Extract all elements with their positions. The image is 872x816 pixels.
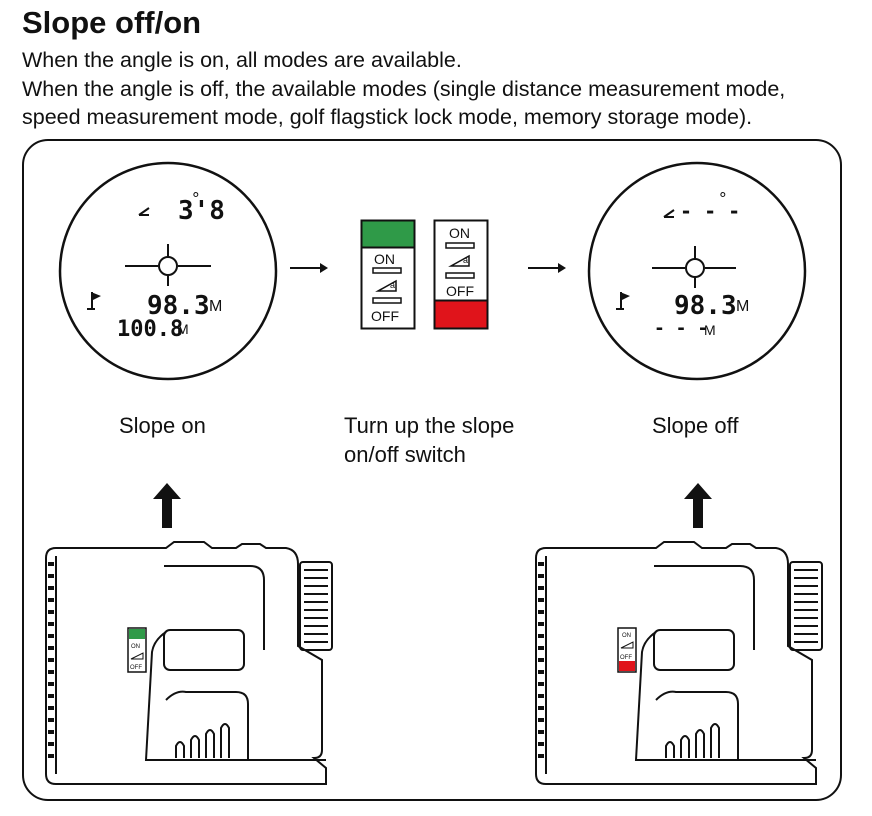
side-grip-icon: [48, 562, 54, 758]
arrow-up-icon: [684, 483, 712, 528]
flag-icon: [87, 292, 101, 310]
rangefinder-device-slope-on: ON OFF: [45, 541, 333, 785]
device-slope-switch[interactable]: ON OFF: [127, 627, 147, 673]
side-grip-icon: [538, 562, 544, 758]
switch-off-label: OFF: [446, 283, 474, 299]
slope-distance-value: - - -: [654, 318, 708, 339]
viewfinder-slope-off: - - - ° 98.3 M - - - M: [587, 161, 807, 381]
slope-distance-unit: M: [704, 322, 716, 338]
device-slope-switch[interactable]: ON OFF: [617, 627, 637, 673]
distance-unit: M: [736, 298, 749, 315]
grip-ridges-icon: [175, 723, 230, 758]
slope-icon-glyph: a: [463, 255, 468, 265]
slope-switch-off-state: ON a OFF: [433, 219, 489, 330]
angle-unit: °: [718, 189, 728, 208]
angle-unit: °: [191, 189, 201, 208]
arrow-right-icon: [528, 263, 566, 273]
switch-off-indicator: [435, 301, 487, 328]
caption-switch: Turn up the slope on/off switch: [344, 411, 514, 469]
flag-icon: [616, 292, 630, 310]
distance-value: 98.3: [147, 291, 210, 321]
device-switch-off-label: OFF: [620, 655, 632, 661]
caption-slope-on: Slope on: [119, 413, 206, 438]
caption-switch-line-2: on/off switch: [344, 442, 466, 467]
switch-off-label: OFF: [371, 308, 399, 324]
switch-on-label: ON: [449, 225, 470, 241]
device-switch-on-label: ON: [622, 633, 631, 639]
page-title: Slope off/on: [22, 5, 202, 40]
grip-ridges-icon: [665, 723, 720, 758]
angle-icon: [663, 209, 675, 218]
focus-wheel-icon: [304, 569, 328, 643]
angle-icon: [138, 207, 150, 216]
caption-slope-off: Slope off: [652, 413, 739, 438]
description-line-2: When the angle is off, the available mod…: [22, 76, 786, 101]
focus-wheel-icon: [794, 569, 818, 643]
distance-unit: M: [209, 298, 222, 315]
switch-on-label: ON: [374, 251, 395, 267]
device-switch-off-label: OFF: [130, 665, 142, 671]
description: When the angle is on, all modes are avai…: [22, 46, 868, 132]
angle-value: - - -: [680, 199, 740, 223]
slope-switch-on-state: ON a OFF: [360, 219, 416, 330]
switch-on-indicator: [362, 221, 414, 248]
description-line-1: When the angle is on, all modes are avai…: [22, 48, 462, 72]
slope-icon-glyph: a: [390, 280, 395, 290]
slope-distance-value: 100.8: [117, 317, 183, 342]
crosshair-icon: [652, 246, 736, 288]
slope-icon: [448, 254, 470, 267]
device-switch-on-label: ON: [131, 644, 140, 650]
viewfinder-slope-on: 3'8 ° 98.3 M 100.8 M: [58, 161, 278, 381]
arrow-right-icon: [290, 263, 328, 273]
caption-switch-line-1: Turn up the slope: [344, 413, 515, 438]
arrow-up-icon: [153, 483, 181, 528]
description-line-3: speed measurement mode, golf flagstick l…: [22, 105, 753, 129]
distance-value: 98.3: [674, 291, 737, 321]
illustration-panel: [22, 139, 842, 801]
crosshair-icon: [125, 244, 211, 286]
rangefinder-device-slope-off: ON OFF: [535, 541, 823, 785]
slope-icon: [375, 279, 397, 292]
angle-value: 3'8: [178, 196, 225, 226]
slope-distance-unit: M: [177, 321, 189, 337]
